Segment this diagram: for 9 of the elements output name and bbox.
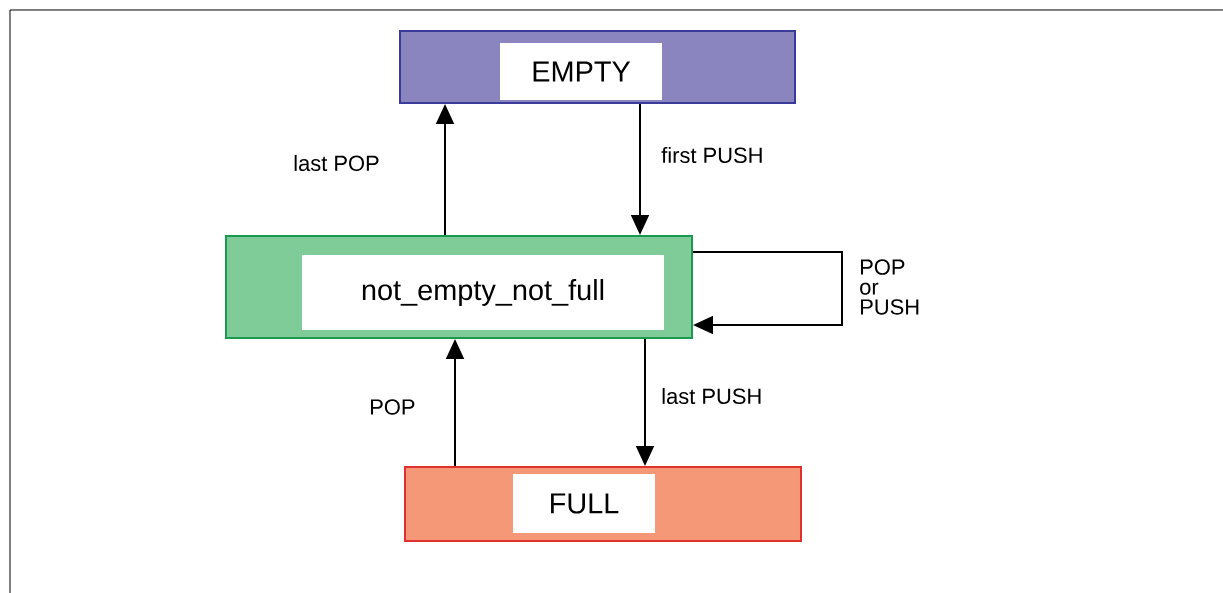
state-box: EMPTY <box>399 30 796 104</box>
edge-label: POP <box>371 399 415 415</box>
edge-label: POP or PUSH <box>860 259 919 315</box>
edge-label: last PUSH <box>662 387 761 405</box>
edge-label: first PUSH <box>661 146 762 164</box>
arrow <box>692 251 843 335</box>
edge-label: last POP <box>294 154 379 172</box>
state-box: not_empty_not_full <box>225 235 693 339</box>
state-box: FULL <box>404 466 802 542</box>
